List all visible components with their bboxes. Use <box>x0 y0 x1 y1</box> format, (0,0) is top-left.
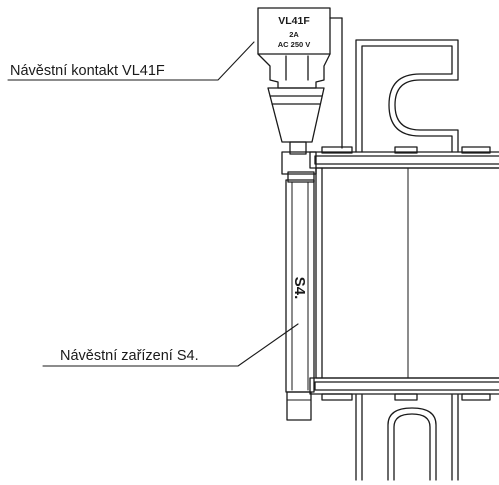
s4-bottom-tip <box>286 391 312 421</box>
contact-housing <box>257 7 331 55</box>
contact-stem <box>289 141 307 155</box>
screw <box>461 393 491 401</box>
signal-device-s4 <box>281 151 317 421</box>
fuse-cap-bottom-inner <box>314 381 499 391</box>
contact-neck-inner <box>285 55 309 81</box>
callout-signal-contact: Návěstní kontakt VL41F <box>10 63 165 79</box>
contact-model-label: VL41F <box>278 15 310 27</box>
fuse-cap-bottom <box>309 377 499 395</box>
screw <box>394 146 418 154</box>
screw <box>321 393 353 401</box>
fuse-blade <box>355 39 459 481</box>
blade-top <box>355 39 459 153</box>
contact-current-label: 2A <box>289 30 299 39</box>
blade-top-inner <box>361 45 453 153</box>
contact-cone <box>267 87 325 143</box>
blade-bottom <box>355 394 459 481</box>
screw <box>461 146 491 154</box>
blade-bottom-inner <box>361 394 453 481</box>
device-marking-label: S4. <box>291 277 308 300</box>
signal-contact-vl41f <box>257 7 343 155</box>
contact-neck <box>257 53 331 89</box>
fuse-cap-top <box>309 151 499 169</box>
leader-signal-contact <box>7 41 255 81</box>
contact-voltage-label: AC 250 V <box>278 40 311 49</box>
fuse-body <box>309 146 499 401</box>
screw <box>394 393 418 401</box>
contact-cone-rib <box>269 95 323 105</box>
screw <box>321 146 353 154</box>
callout-signal-device: Návěstní zařízení S4. <box>60 348 199 364</box>
leader-signal-device <box>42 323 299 367</box>
s4-top-clamp <box>281 151 317 175</box>
fuse-cap-top-inner <box>314 155 499 165</box>
s4-top-holder <box>287 171 315 183</box>
